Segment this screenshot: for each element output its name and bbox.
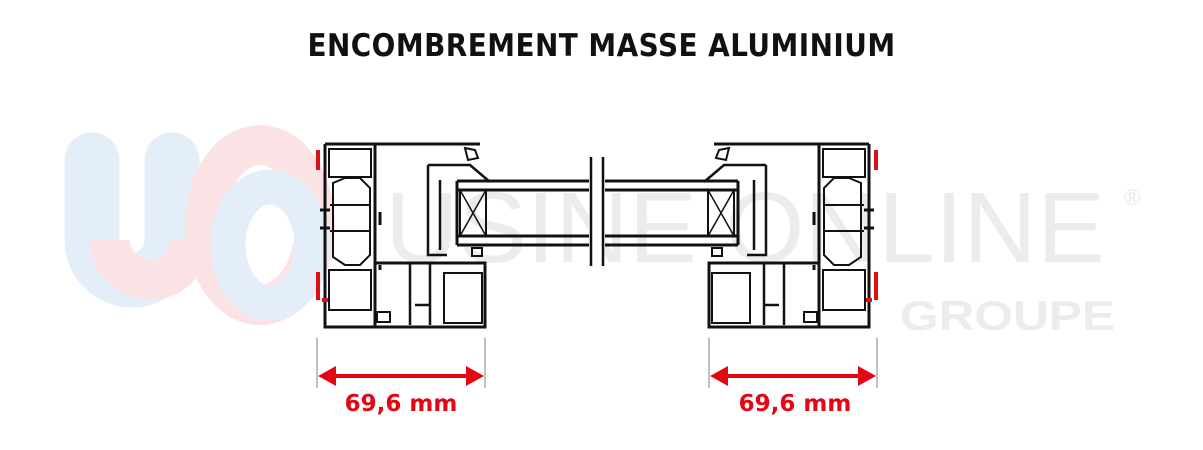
- watermark-line2: GROUPE: [900, 292, 1115, 339]
- dimension-left: 69,6 mm: [316, 338, 486, 417]
- arrow-heads: [710, 366, 876, 386]
- watermark-registered: ®: [1124, 185, 1140, 210]
- gaskets: [376, 146, 483, 323]
- arrow-heads: [318, 366, 484, 386]
- break-lines: [589, 157, 605, 266]
- right-spacer: [707, 189, 735, 237]
- watermark-logo: USINE ONLINE GROUPE ®: [64, 125, 1140, 339]
- left-frame-profile: [316, 142, 491, 329]
- diagram-title: ENCOMBREMENT MASSE ALUMINIUM: [307, 28, 896, 64]
- glazing-unit: [455, 157, 740, 266]
- dimension-right-label: 69,6 mm: [739, 391, 852, 417]
- left-spacer: [459, 189, 487, 237]
- dimension-right: 69,6 mm: [708, 338, 878, 417]
- thermal-chamber: [332, 177, 371, 266]
- watermark-o-blue: [210, 169, 330, 321]
- watermark-u-red: [90, 238, 210, 300]
- frame-outline: [323, 142, 487, 329]
- dimension-left-label: 69,6 mm: [345, 391, 458, 417]
